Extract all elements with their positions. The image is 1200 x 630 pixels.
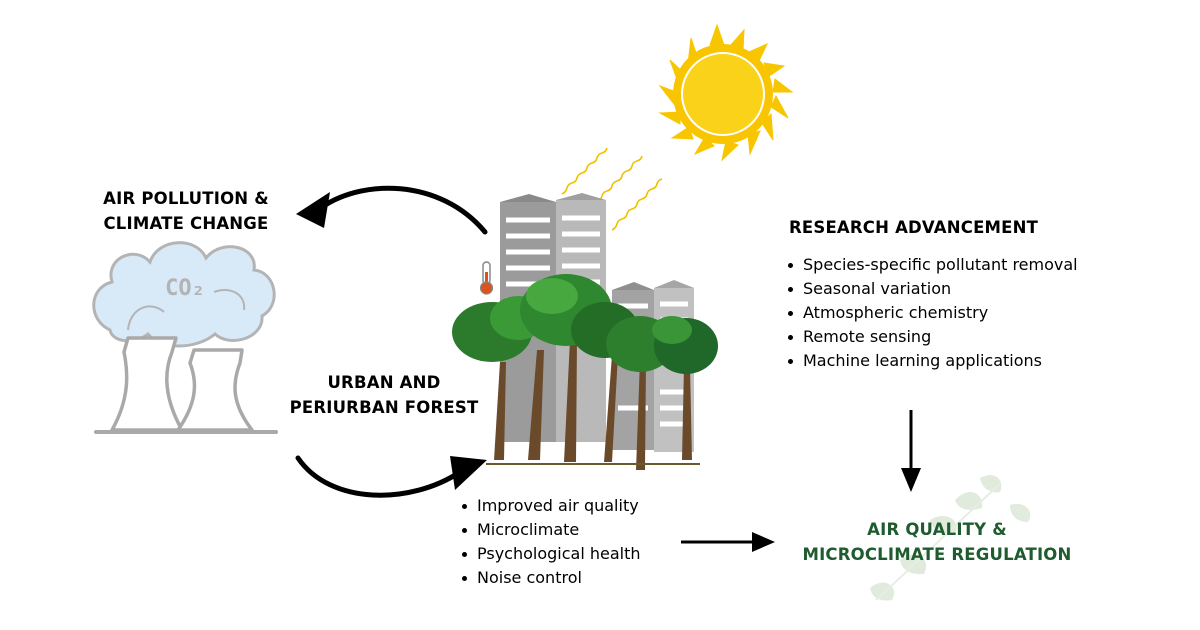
sun-icon <box>658 23 794 162</box>
benefit-item: Psychological health <box>460 542 641 566</box>
forest-title: URBAN AND PERIURBAN FOREST <box>274 370 494 420</box>
benefit-item: Microclimate <box>460 518 641 542</box>
benefit-item: Noise control <box>460 566 641 590</box>
pollution-title-line2: CLIMATE CHANGE <box>103 214 269 233</box>
research-list: Species-specific pollutant removal Seaso… <box>786 253 1078 373</box>
co2-label: CO₂ <box>165 276 205 301</box>
arrow-to-forest <box>295 455 487 498</box>
research-title: RESEARCH ADVANCEMENT <box>789 218 1039 237</box>
forest-title-line1: URBAN AND <box>327 373 441 392</box>
research-item: Seasonal variation <box>786 277 1078 301</box>
arrow-research-to-outcome <box>901 410 921 492</box>
research-item: Remote sensing <box>786 325 1078 349</box>
leaf-watermark-icon <box>870 475 1031 601</box>
factory-co2-icon <box>92 241 278 434</box>
forest-title-line2: PERIURBAN FOREST <box>289 398 479 417</box>
arrow-benefits-to-outcome <box>681 532 775 552</box>
outcome-title-line2: MICROCLIMATE REGULATION <box>802 545 1072 564</box>
research-item: Atmospheric chemistry <box>786 301 1078 325</box>
research-item: Species-specific pollutant removal <box>786 253 1078 277</box>
outcome-title-line1: AIR QUALITY & <box>867 520 1007 539</box>
outcome-title: AIR QUALITY & MICROCLIMATE REGULATION <box>780 517 1094 567</box>
pollution-title: AIR POLLUTION & CLIMATE CHANGE <box>88 186 284 236</box>
arrow-to-pollution <box>296 185 488 235</box>
urban-trees-icon <box>452 274 718 470</box>
pollution-title-line1: AIR POLLUTION & <box>103 189 269 208</box>
thermometer-icon <box>479 261 494 295</box>
benefit-item: Improved air quality <box>460 494 641 518</box>
benefits-list: Improved air quality Microclimate Psycho… <box>460 494 641 590</box>
research-item: Machine learning applications <box>786 349 1078 373</box>
